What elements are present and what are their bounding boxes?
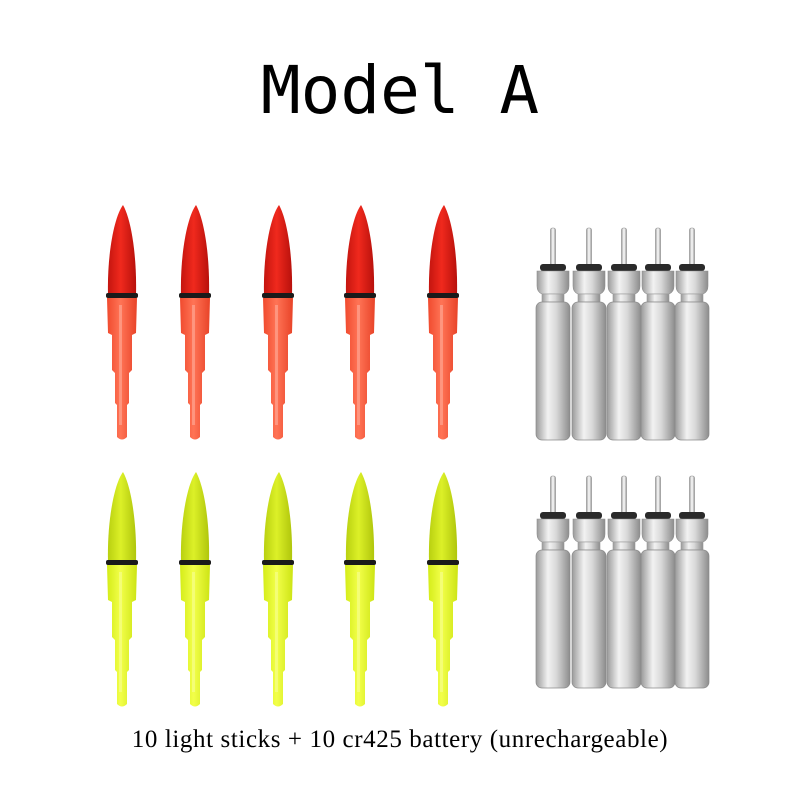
cr425-battery — [674, 475, 710, 689]
light-stick-red — [344, 205, 376, 440]
cr425-battery — [571, 475, 607, 689]
light-stick-yellow — [262, 472, 294, 707]
light-stick-yellow — [427, 472, 459, 707]
cr425-battery — [640, 475, 676, 689]
light-stick-yellow — [344, 472, 376, 707]
cr425-battery — [535, 227, 571, 441]
batteries-top-row — [535, 227, 710, 441]
light-stick-yellow — [106, 472, 138, 707]
light-stick-red — [179, 205, 211, 440]
batteries-bottom-row — [535, 475, 710, 689]
cr425-battery — [674, 227, 710, 441]
product-caption: 10 light sticks + 10 cr425 battery (unre… — [131, 726, 669, 753]
light-stick-red — [427, 205, 459, 440]
light-sticks-red-row — [106, 205, 459, 440]
cr425-battery — [640, 227, 676, 441]
light-stick-red — [262, 205, 294, 440]
light-stick-yellow — [179, 472, 211, 707]
cr425-battery — [535, 475, 571, 689]
light-stick-red — [106, 205, 138, 440]
cr425-battery — [606, 475, 642, 689]
product-title: Model A — [260, 52, 540, 129]
cr425-battery — [571, 227, 607, 441]
light-sticks-yellow-row — [106, 472, 459, 707]
cr425-battery — [606, 227, 642, 441]
